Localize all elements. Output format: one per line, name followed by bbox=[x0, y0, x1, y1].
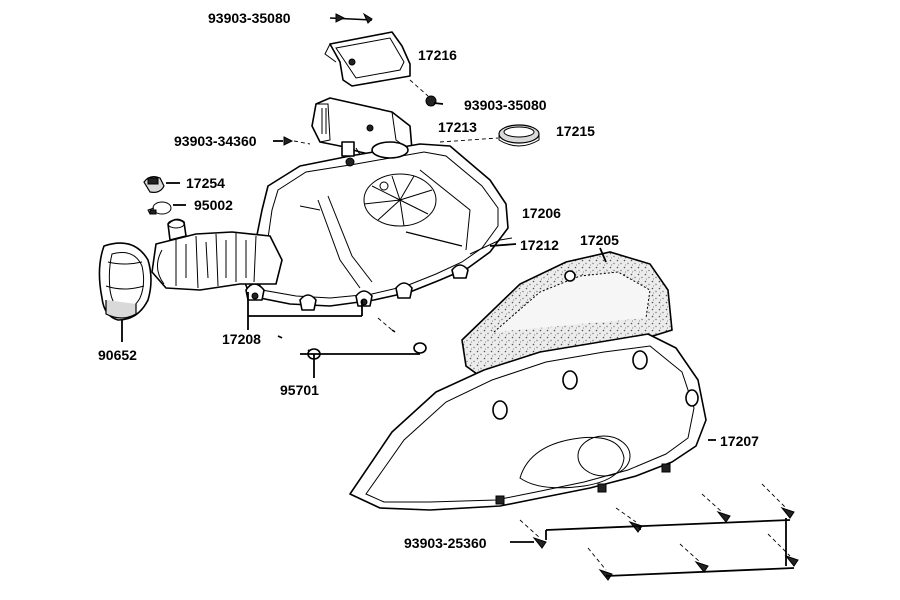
bolts-95701 bbox=[277, 317, 427, 378]
label-17213: 17213 bbox=[438, 119, 477, 135]
label-93903-35080-top: 93903-35080 bbox=[208, 10, 291, 26]
label-17208: 17208 bbox=[222, 331, 261, 347]
cover-plate-17216 bbox=[324, 31, 411, 87]
label-93903-34360: 93903-34360 bbox=[174, 133, 257, 149]
label-17206: 17206 bbox=[522, 205, 561, 221]
plug-17254 bbox=[143, 176, 180, 193]
seal-ring-17215 bbox=[439, 124, 540, 147]
gasket-17212 bbox=[469, 237, 517, 255]
screw-93903-34360 bbox=[273, 136, 311, 146]
screw-93903-35080-top bbox=[329, 12, 373, 24]
bolt-bracket-17208 bbox=[247, 292, 363, 330]
part-labels: 93903-35080 17216 93903-35080 93903-3436… bbox=[98, 10, 759, 551]
label-17254: 17254 bbox=[186, 175, 225, 191]
screw-93903-35080-middle bbox=[409, 79, 444, 107]
label-17216: 17216 bbox=[418, 47, 457, 63]
label-90652: 90652 bbox=[98, 347, 137, 363]
label-17205: 17205 bbox=[580, 232, 619, 248]
label-93903-25360: 93903-25360 bbox=[404, 535, 487, 551]
filter-housing-17206 bbox=[243, 141, 509, 311]
label-95002: 95002 bbox=[194, 197, 233, 213]
label-17215: 17215 bbox=[556, 123, 595, 139]
rubber-boot-90652 bbox=[98, 242, 152, 342]
label-17212: 17212 bbox=[520, 237, 559, 253]
intake-tube bbox=[151, 218, 283, 291]
label-17207: 17207 bbox=[720, 433, 759, 449]
label-95701: 95701 bbox=[280, 382, 319, 398]
housing-cover-17207 bbox=[349, 333, 716, 511]
clamp-95002 bbox=[147, 201, 186, 215]
screws-93903-25360 bbox=[510, 483, 799, 581]
label-93903-35080-middle: 93903-35080 bbox=[464, 97, 547, 113]
